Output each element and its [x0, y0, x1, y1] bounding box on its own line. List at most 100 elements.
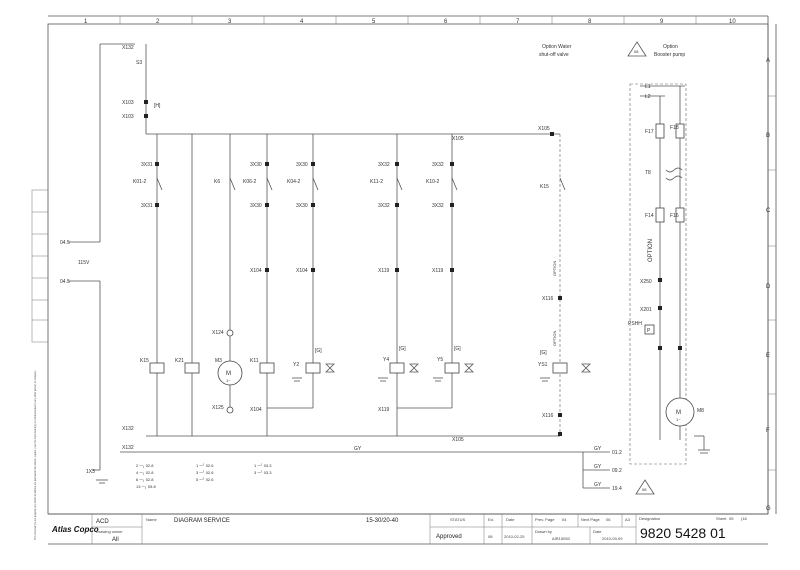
tb-sheet-label: Sheet [716, 516, 727, 521]
col-label-2: 2 [156, 19, 160, 25]
label-x132-c: X132 [122, 445, 134, 451]
label-x124: X124 [212, 330, 224, 336]
note-triangle-b-text: 08 [642, 487, 647, 492]
label-x119-b: X119 [432, 268, 444, 274]
label-f17: F17 [645, 129, 654, 135]
tb-drawn-by: AIR15050 [552, 536, 571, 541]
label-x201: X201 [640, 307, 652, 313]
tb-a3: A3 [625, 517, 631, 522]
label-x132-b: X132 [122, 426, 134, 432]
tb-acd: ACD [96, 519, 109, 525]
label-f16: F16 [670, 213, 679, 219]
tb-prev-page-label: Prev. Page [535, 517, 555, 522]
label-gy-3: GY [594, 482, 602, 488]
label-x250: X250 [640, 279, 652, 285]
col-label-8: 8 [588, 19, 592, 25]
label-t8: T8 [645, 170, 651, 176]
label-x119-c: X119 [378, 407, 390, 413]
note-water-2: shut-off valve [539, 52, 569, 58]
label-x105-bottom: X105 [452, 437, 464, 443]
contact-4: 13 ─╮ 05.8 [136, 484, 156, 489]
col-label-4: 4 [300, 19, 304, 25]
tb-drawing-owner: All [112, 537, 119, 543]
label-3x31-b: 3X31 [141, 203, 153, 209]
column-ruler: 1 2 3 4 5 6 7 8 9 10 [84, 16, 736, 25]
note-water-1: Option Water [542, 44, 572, 50]
tb-date2-label: Date [593, 529, 602, 534]
label-x104-c: X104 [250, 407, 262, 413]
note-triangle-a [627, 41, 647, 57]
tb-sheet: 05 [729, 516, 734, 521]
label-115v: 115V [78, 260, 90, 266]
contact-2: 4 ─╮ 02.8 [136, 470, 154, 475]
label-f14: F14 [645, 213, 654, 219]
contact-8: 1 ─╯ 03.3 [254, 463, 272, 468]
label-x116-a: X116 [542, 296, 554, 302]
main-circuit [68, 43, 610, 489]
label-motor-m8: M [676, 410, 681, 416]
contact-1: 2 ─╮ 02.8 [136, 463, 154, 468]
option-notes: Option Water shut-off valve 08 Option Bo… [539, 41, 685, 495]
tb-designation: 9820 5428 01 [640, 525, 726, 541]
label-gy-2: GY [594, 464, 602, 470]
label-tilde-b: 1~ [676, 417, 681, 422]
row-label-b: B [766, 133, 770, 139]
tb-date: 2010-02-25 [504, 534, 525, 539]
label-k11: K11-2 [370, 179, 383, 185]
component-labels: X132 S3 X103 X103 [H] 3X31 3X31 K01-2 K6… [60, 45, 704, 492]
label-p: P [647, 328, 651, 334]
label-3x32-b: 3X32 [432, 162, 444, 168]
note-booster-2: Booster pump [654, 52, 685, 58]
label-motor-m: M [226, 371, 231, 377]
tb-name-label: Name [146, 517, 157, 522]
tb-drawing-owner-label: Drawing owner [96, 529, 123, 534]
ref-092: 09.2 [612, 468, 622, 474]
label-k11-coil: K11 [250, 358, 259, 364]
label-ys1: YS1 [538, 362, 548, 368]
tb-name: DIAGRAM SERVICE [174, 518, 230, 524]
label-option-2: OPTION [552, 331, 557, 346]
label-g-2: [G] [399, 346, 406, 352]
tb-date-label: Date [506, 517, 515, 522]
label-g-3: [G] [454, 346, 461, 352]
row-label-f: F [766, 428, 770, 434]
label-3x32-d: 3X32 [432, 203, 444, 209]
col-label-7: 7 [516, 19, 520, 25]
disclaimer-text: This document is our property and shall … [34, 370, 37, 540]
tb-designation-label: Designation [639, 516, 660, 521]
label-m3: M3 [215, 358, 222, 364]
label-k21: K21 [175, 358, 184, 364]
label-3x32-a: 3X32 [378, 162, 390, 168]
row-ruler: A B C D E F G [766, 58, 776, 512]
label-option-1: OPTION [552, 261, 557, 276]
label-tilde-a: 1~ [226, 378, 231, 383]
label-x105-bus: X105 [452, 136, 464, 142]
label-k15-contact: K15 [540, 184, 549, 190]
label-k06: K06-2 [243, 179, 257, 185]
label-x125: X125 [212, 405, 224, 411]
col-label-6: 6 [444, 19, 448, 25]
ref-194: 19.4 [612, 486, 622, 492]
row-label-c: C [766, 208, 771, 214]
label-x103-b: X103 [122, 114, 134, 120]
label-x116-b: X116 [542, 413, 554, 419]
col-label-5: 5 [372, 19, 376, 25]
label-pshh: PSHH [628, 321, 642, 327]
label-3x31-a: 3X31 [141, 162, 153, 168]
label-3x30-d: 3X30 [296, 203, 308, 209]
label-y5: Y5 [437, 357, 443, 363]
label-k15-coil: K15 [140, 358, 149, 364]
label-1x3: 1X3 [86, 469, 95, 475]
tb-next-page: 06 [606, 517, 611, 522]
row-label-d: D [766, 284, 771, 290]
label-x104-a: X104 [250, 268, 262, 274]
label-g-1: [G] [315, 348, 322, 354]
contact-3: 6 ─╮ 02.8 [136, 477, 154, 482]
label-k04: K04-2 [287, 179, 301, 185]
revision-boxes [31, 189, 49, 343]
label-m8: M8 [697, 408, 704, 414]
company-logo: Atlas Copco [51, 525, 99, 534]
label-k6: K6 [214, 179, 220, 185]
label-l2: L2 [645, 94, 651, 100]
label-l1: L1 [645, 84, 651, 90]
